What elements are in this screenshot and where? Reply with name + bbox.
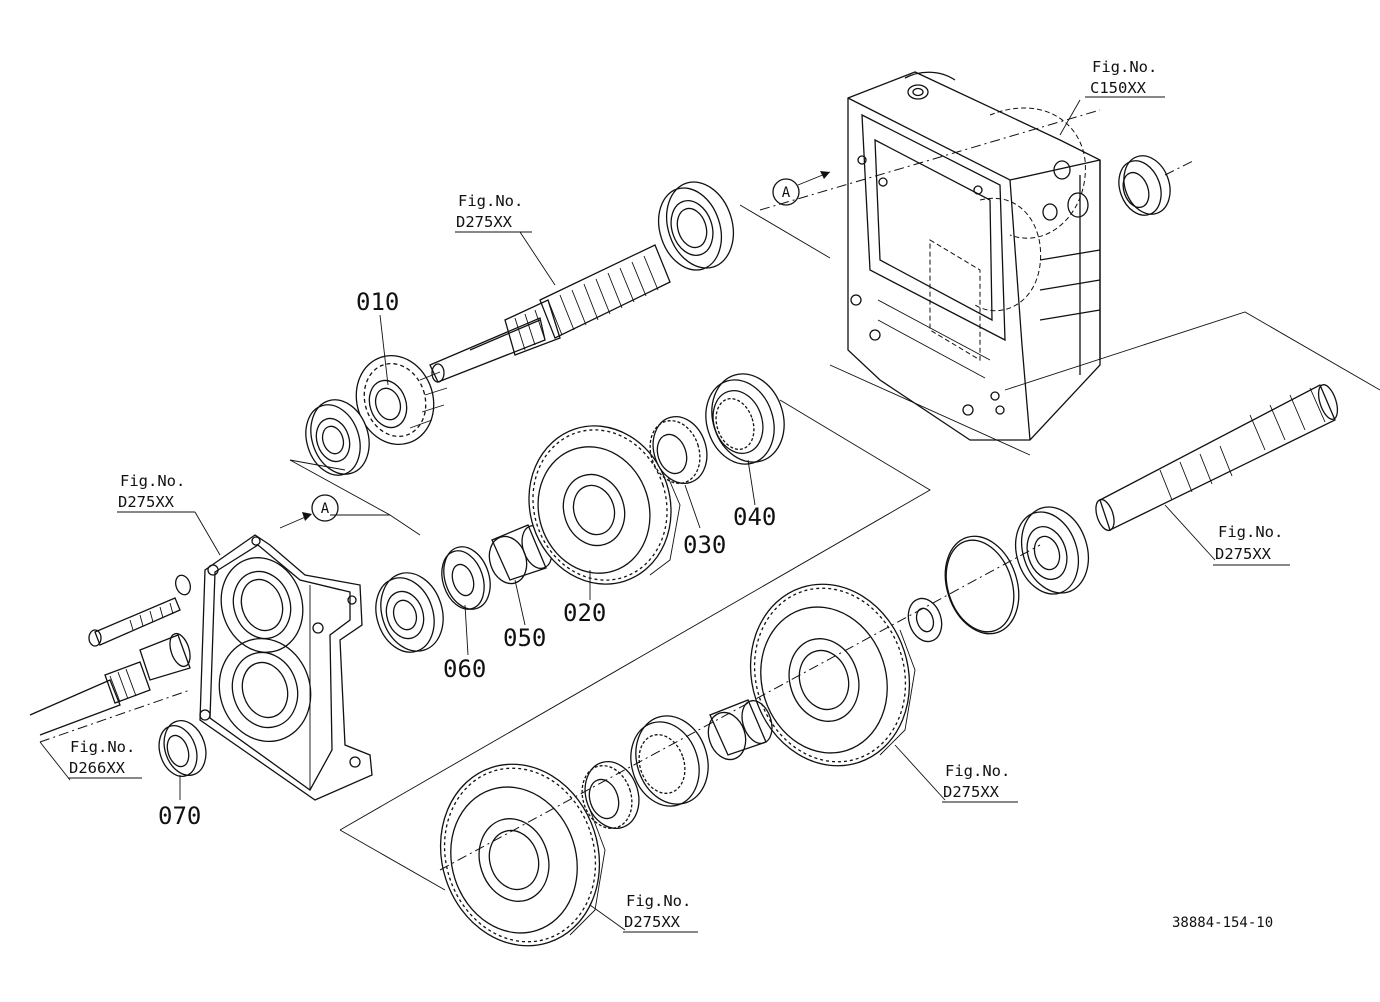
large-gear-right [749,583,916,767]
collar-lower [707,699,773,761]
fig-ref-d275xx-left-line2: D275XX [118,493,175,511]
bolt [88,597,181,647]
fig-ref-d275xx-left-line1: Fig.No. [120,472,185,490]
part-number-070: 070 [158,802,201,830]
part-number-040: 040 [733,503,776,531]
oil-seal-right [1118,155,1196,216]
bearing-top [658,181,734,271]
part-number-030: 030 [683,531,726,559]
part-number-050: 050 [503,624,546,652]
view-marker-a-top: A [782,185,791,201]
part-number-020: 020 [563,599,606,627]
fig-ref-d275xx-right-line1: Fig.No. [1218,523,1283,541]
drawing-number: 38884-154-10 [1172,915,1273,931]
snap-ring [944,535,1020,635]
part-number-060: 060 [443,655,486,683]
fig-ref-d275xx-mid-line1: Fig.No. [945,762,1010,780]
fig-ref-d275xx-right-line2: D275XX [1215,545,1272,563]
bearing-middle [375,572,444,653]
seal-070 [158,720,207,777]
fig-ref-d275xx-bottom-line2: D275XX [624,913,681,931]
bearing-right [1015,506,1089,595]
fig-ref-d275xx-top-line1: Fig.No. [458,192,523,210]
washer-060 [441,546,491,610]
fig-ref-c150xx-line1: Fig.No. [1092,58,1157,76]
view-marker-a-left: A [321,501,330,517]
gear-010 [355,354,448,446]
countershaft [1095,384,1339,532]
input-shaft [429,244,671,383]
fig-ref-c150xx-line2: C150XX [1090,79,1147,97]
fig-ref-d266xx-line1: Fig.No. [70,738,135,756]
gear-020 [528,425,681,585]
fig-ref-d275xx-top-line2: D275XX [456,213,513,231]
sleeve [139,632,191,681]
needle-bearing-lower [581,761,640,829]
fig-ref-d275xx-mid-line2: D275XX [943,783,1000,801]
part-number-010: 010 [356,288,399,316]
thrust-washer [907,597,943,643]
output-shaft-left [29,661,151,736]
fig-ref-d275xx-bottom-line1: Fig.No. [626,892,691,910]
washer [175,574,191,596]
synchro-ring-lower [630,715,709,807]
bearing-left-010 [305,399,370,476]
front-cover-plate [199,534,373,801]
fig-ref-d266xx-line2: D266XX [69,759,126,777]
transmission-case [847,71,1101,441]
bearing-030 [649,416,708,484]
synchro-ring-040 [705,373,785,465]
large-gear-bottom [439,763,606,947]
